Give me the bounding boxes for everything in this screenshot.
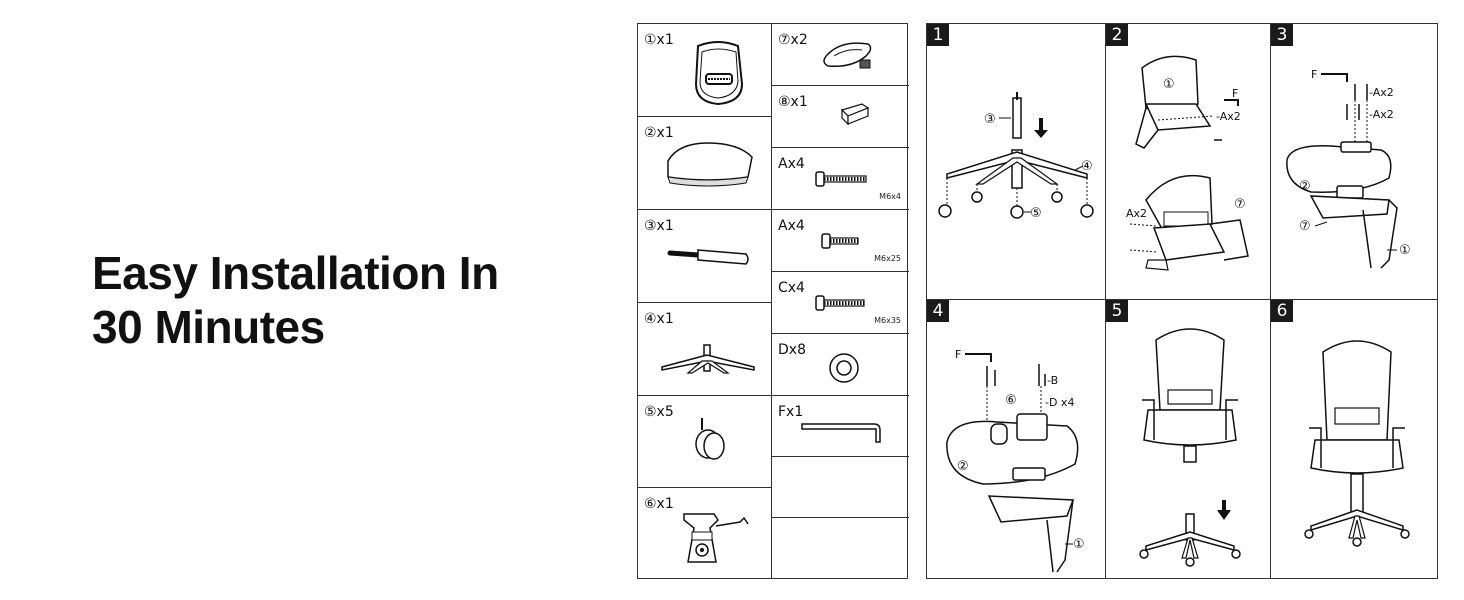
part-cell-armrest: ⑦x2 [772,24,909,86]
armrest-icon [823,42,872,69]
caster-icon [695,418,725,460]
callout-backrest: ① [1073,537,1085,552]
step-6-panel: 6 [1271,300,1439,580]
step-number-badge: 6 [1271,300,1293,322]
part-label: ②x1 [644,125,674,141]
part-label: ④x1 [644,311,674,327]
attach-base-illustration [1139,328,1241,567]
callout-gas-lift: ③ [984,112,996,127]
step-number-badge: 3 [1271,24,1293,46]
screw-icon [821,233,859,249]
washer-icon [829,353,859,383]
part-label: Dx8 [778,342,806,358]
part-cell-washer: Dx8 [772,334,909,396]
label-screw-qty: -Ax2 [1369,86,1394,99]
hex-key-icon [801,423,881,443]
step-5-panel: 5 [1106,300,1270,580]
headline: Easy Installation In 30 Minutes [92,246,499,354]
gas-lift-icon [667,249,749,265]
step-2-panel: 2 ① F -Ax2 Ax2 ⑦ [1106,24,1270,299]
backrest-icon [694,41,744,106]
part-label: Fx1 [778,404,804,420]
part-cell-connector: ⑧x1 [772,86,909,148]
part-size: M6x25 [874,254,901,263]
part-cell-empty [772,457,909,518]
grid-divider [1270,24,1271,578]
part-label: ⑦x2 [778,32,808,48]
part-cell-gas-lift: ③x1 [638,210,771,303]
part-cell-screw-m6x4: Ax4 M6x4 [772,148,909,210]
label-washer-qty: -D x4 [1045,396,1074,409]
part-label: ③x1 [644,218,674,234]
part-label: ⑥x1 [644,496,674,512]
part-cell-hex-key: Fx1 [772,396,909,457]
callout-armrest: ⑦ [1234,197,1246,212]
callout-backrest: ① [1163,77,1175,92]
assembly-steps-grid: 1 ③ ④ ⑤ 2 [926,23,1438,579]
part-cell-seat: ②x1 [638,117,771,210]
part-cell-screw-m6x35: Cx4 M6x35 [772,272,909,334]
grid-divider [927,299,1437,300]
seat-backrest-illustration: F -Ax2 -Ax2 ② ⑦ ① [1286,68,1411,269]
label-screw-qty: Ax2 [1126,207,1147,220]
label-screw-b: -B [1047,374,1058,387]
step-number-badge: 1 [927,24,949,46]
screw-icon [815,295,865,311]
step-4-panel: 4 F -B -D x4 ⑥ ② ① [927,300,1105,580]
label-hex-key: F [955,348,961,361]
part-size: M6x35 [874,316,901,325]
step-1-panel: 1 ③ ④ ⑤ [927,24,1105,299]
part-label: Ax4 [778,218,805,234]
part-cell-caster: ⑤x5 [638,396,771,488]
screw-icon [815,171,867,187]
label-hex-key: F [1232,87,1238,100]
callout-backrest: ① [1399,243,1411,258]
step-number-badge: 5 [1106,300,1128,322]
callout-mechanism: ⑥ [1005,393,1017,408]
mechanism-icon [683,513,749,563]
callout-armrest: ⑦ [1299,219,1311,234]
part-cell-mechanism: ⑥x1 [638,488,771,580]
label-screw-qty: -Ax2 [1216,110,1241,123]
headline-line-2: 30 Minutes [92,301,325,353]
callout-base: ④ [1081,159,1093,174]
callout-seat: ② [957,459,969,474]
part-cell-screw-m6x25: Ax4 M6x25 [772,210,909,272]
label-screw-qty: -Ax2 [1369,108,1394,121]
part-label: Cx4 [778,280,805,296]
mechanism-install-illustration: F -B -D x4 ⑥ ② ① [946,348,1085,573]
callout-caster: ⑤ [1030,206,1042,221]
chair-base-icon [661,344,755,374]
headline-line-1: Easy Installation In [92,247,499,299]
part-cell-base: ④x1 [638,303,771,396]
part-label: Ax4 [778,156,805,172]
finished-chair-illustration [1304,340,1410,547]
part-label: ①x1 [644,32,674,48]
callout-seat: ② [1299,179,1311,194]
part-cell-backrest: ①x1 [638,24,771,117]
backrest-armrest-illustration: ① F -Ax2 Ax2 ⑦ [1126,55,1249,271]
part-label: ⑧x1 [778,94,808,110]
step-number-badge: 4 [927,300,949,322]
column-divider [771,24,772,578]
parts-list-table: ①x1 ②x1 ③x1 ④x1 ⑤x5 [637,23,909,580]
grid-divider [1105,24,1106,578]
base-assembly-illustration: ③ ④ ⑤ [938,92,1094,221]
part-cell-empty [772,518,909,580]
seat-icon [667,142,753,187]
part-size: M6x4 [879,192,901,201]
label-hex-key: F [1311,68,1317,81]
connector-icon [840,103,870,126]
step-3-panel: 3 F -Ax2 -Ax2 ② ⑦ ① [1271,24,1439,299]
part-label: ⑤x5 [644,404,674,420]
step-number-badge: 2 [1106,24,1128,46]
